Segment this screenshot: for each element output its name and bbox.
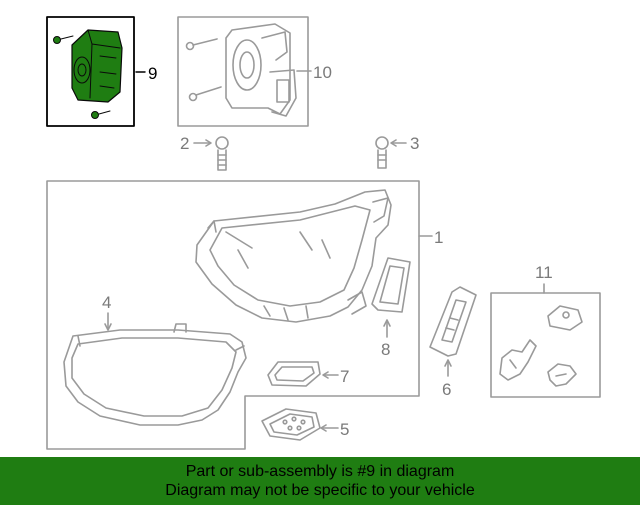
callout-2: 2 [180,134,189,153]
part-10-screws [185,38,222,102]
part-7-gasket [267,361,321,387]
part-11-clip [547,363,577,387]
part-11-bracket-a [547,305,583,331]
part-1-group: 1 4 [46,180,443,450]
callout-4: 4 [102,293,111,312]
part-11-group: 11 [490,263,601,398]
part-6-control-unit: 6 [429,286,477,399]
part-10-box [177,16,309,127]
footer-line-1: Part or sub-assembly is #9 in diagram [185,463,455,480]
footer-line-2: Diagram may not be specific to your vehi… [165,482,475,499]
callout-1: 1 [434,228,443,247]
callout-6: 6 [442,380,451,399]
headlamp-upper [195,189,392,323]
part-8-lens [371,257,411,313]
part-1-outline [46,180,420,450]
part-11-box [490,292,601,398]
callout-10: 10 [313,63,332,82]
parts-diagram: 9 10 2 [46,16,601,450]
callout-5: 5 [340,420,349,439]
part-9-icon [53,29,123,119]
callout-7: 7 [340,367,349,386]
part-5-module: 5 [261,408,349,441]
part-11-bracket-b [499,339,537,381]
callout-3: 3 [410,134,419,153]
part-2-screw: 2 [180,134,229,171]
footer-banner: Part or sub-assembly is #9 in diagram Di… [0,457,640,505]
part-10-module [225,23,297,117]
callout-8: 8 [381,340,390,359]
part-3-screw: 3 [375,134,419,169]
callout-9: 9 [148,64,157,83]
part-9-group[interactable]: 9 [46,16,157,127]
callout-11: 11 [535,263,553,282]
part-10-group: 10 [177,16,332,127]
headlamp-lower [63,323,247,426]
